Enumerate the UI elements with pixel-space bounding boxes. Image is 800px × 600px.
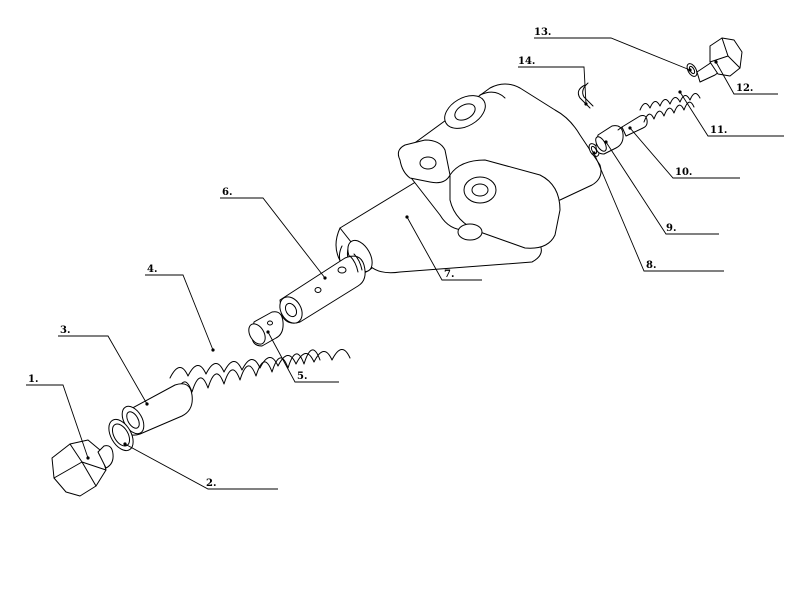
part-label-5: 5. [297, 371, 307, 382]
needle-valve [617, 115, 648, 137]
part-label-1: 1. [28, 374, 38, 385]
leader-lines [26, 37, 784, 490]
hex-screw [696, 37, 743, 83]
small-spring [639, 93, 701, 123]
part-label-10: 10. [675, 167, 692, 178]
part-label-7: 7. [444, 269, 454, 280]
part-label-3: 3. [60, 325, 70, 336]
small-piston [248, 311, 284, 347]
clip [577, 82, 594, 109]
part-label-9: 9. [666, 223, 676, 234]
part-label-12: 12. [736, 83, 753, 94]
leader-dots [86, 60, 718, 460]
large-spring [169, 349, 351, 397]
part-label-4: 4. [147, 264, 157, 275]
part-label-14: 14. [518, 56, 535, 67]
hex-cap [51, 439, 114, 497]
part-label-11: 11. [710, 125, 727, 136]
valve-body [335, 83, 602, 275]
part-label-13: 13. [534, 27, 551, 38]
fitting [595, 125, 624, 155]
part-label-6: 6. [222, 187, 232, 198]
part-label-2: 2. [206, 478, 216, 489]
part-label-8: 8. [646, 260, 656, 271]
washer [108, 418, 134, 452]
small-washer [686, 63, 698, 77]
part-labels: 1. 2. 3. 4. 5. 6. 7. 8. 9. 10. 11. 12. 1… [28, 27, 753, 489]
plunger-sleeve [279, 253, 366, 324]
